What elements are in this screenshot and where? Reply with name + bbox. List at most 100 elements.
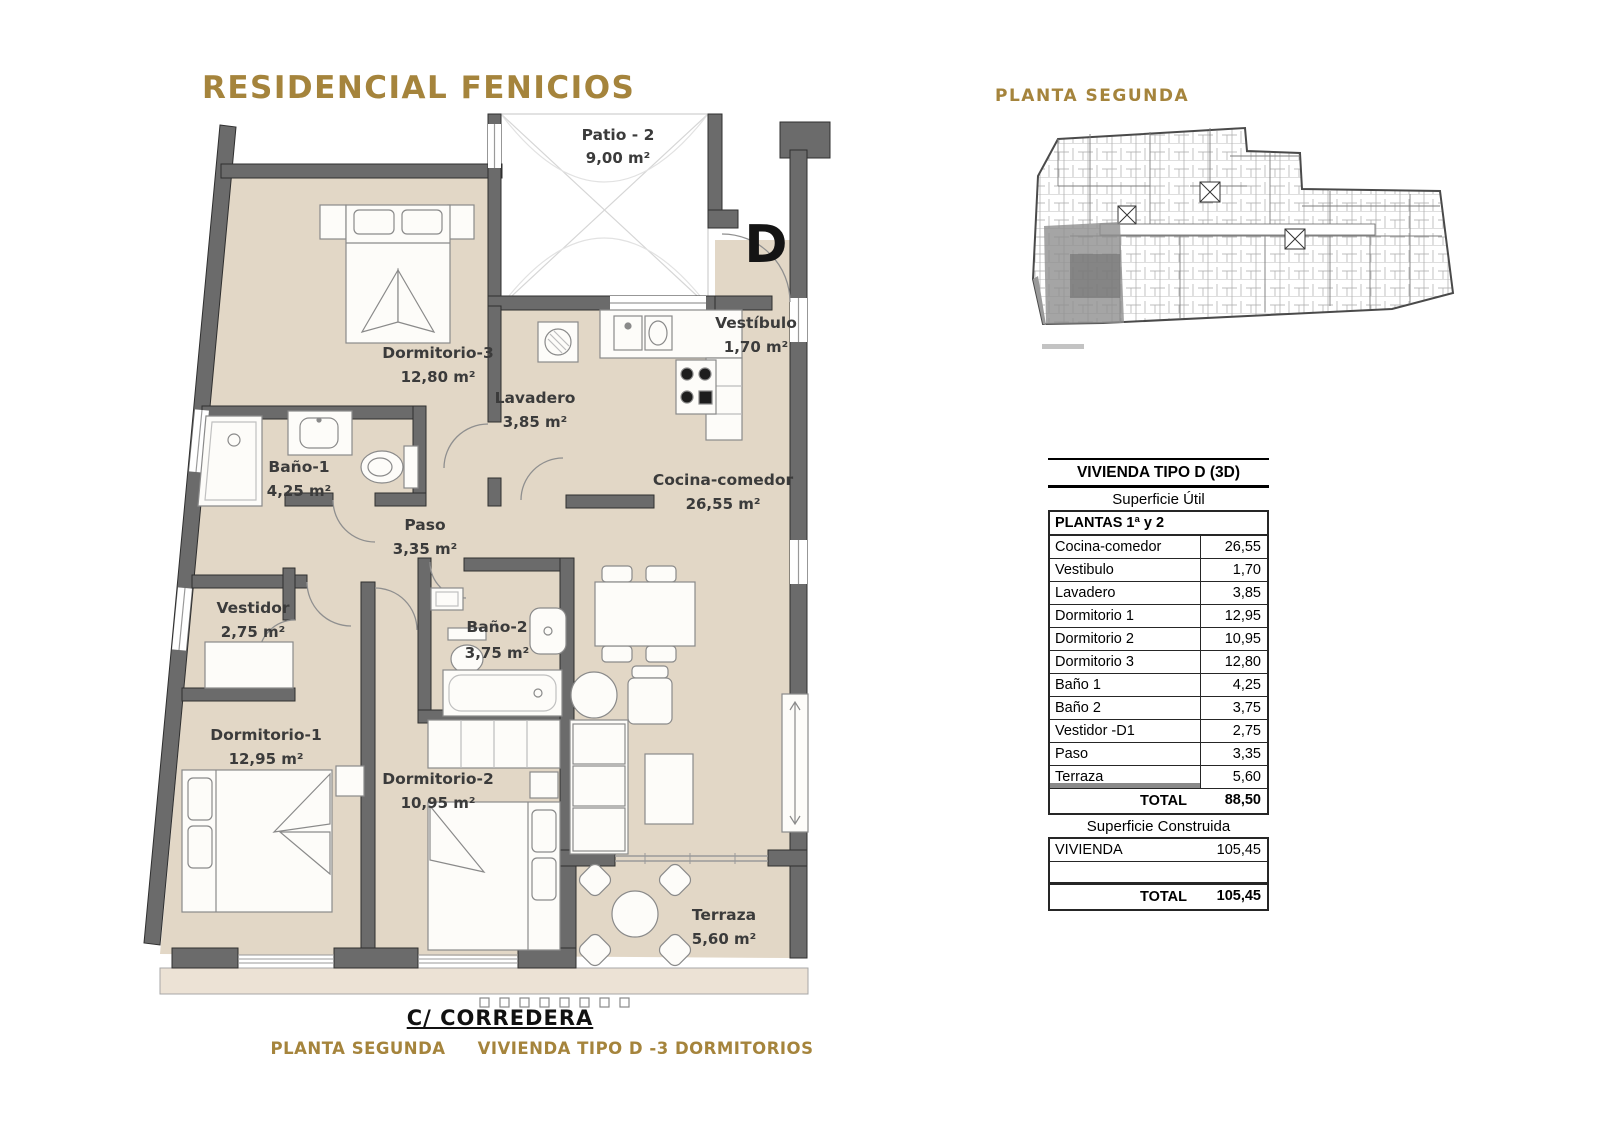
table-row-dorm1: Dormitorio 1 12,95 (1050, 605, 1267, 628)
table-row-vestidor: Vestidor -D1 2,75 (1050, 720, 1267, 743)
patio-void (500, 113, 709, 307)
surface-table: VIVIENDA TIPO D (3D) Superficie Útil PLA… (1048, 458, 1269, 911)
room-label-vestibulo: Vestíbulo (715, 314, 797, 332)
terrace-furniture (578, 863, 692, 967)
overview-floorplan (1031, 126, 1455, 349)
row-label: Terraza (1050, 766, 1201, 788)
table-row-vivienda: VIVIENDA 105,45 (1050, 839, 1267, 862)
bath2-fixtures (430, 587, 567, 717)
room-label-cocina: Cocina-comedor (653, 471, 794, 489)
room-labels: Patio - 2 9,00 m² Dormitorio-3 12,80 m² … (210, 126, 797, 948)
table-title: VIVIENDA TIPO D (3D) (1048, 458, 1269, 488)
bed-dorm2 (427, 719, 561, 951)
total2-label: TOTAL (1140, 889, 1187, 905)
room-label-dorm3: Dormitorio-3 (382, 344, 494, 362)
table-row-bano2: Baño 2 3,75 (1050, 697, 1267, 720)
railing-posts (479, 997, 630, 1008)
table-row-cocina: Cocina-comedor 26,55 (1050, 536, 1267, 559)
room-label-patio: Patio - 2 (582, 126, 655, 144)
street-label: C/ CORREDERA (406, 1006, 594, 1030)
room-area-dorm1: 12,95 m² (229, 750, 304, 768)
table-row-paso: Paso 3,35 (1050, 743, 1267, 766)
row-label: Paso (1050, 743, 1201, 765)
unit-letter: D (744, 215, 787, 275)
room-label-paso: Paso (404, 516, 445, 534)
vestidor-closet (204, 641, 294, 689)
table-plants-header: PLANTAS 1ª y 2 (1050, 512, 1267, 536)
overview-scale-note (1042, 344, 1084, 349)
balcony-ledge (159, 967, 809, 1008)
overview-corridor (1099, 223, 1376, 236)
row-label: Baño 2 (1050, 697, 1201, 719)
row-label: Vestibulo (1050, 559, 1201, 581)
row-label: VIVIENDA (1055, 842, 1123, 858)
room-area-dorm3: 12,80 m² (401, 368, 476, 386)
row-value: 26,55 (1224, 539, 1261, 555)
row-label: Dormitorio 1 (1050, 605, 1201, 627)
bath1-fixtures (197, 410, 419, 507)
bed-dorm1 (181, 765, 365, 913)
bed-dorm3 (319, 204, 475, 344)
overview-cores (1117, 181, 1306, 250)
row-value: 10,95 (1224, 631, 1261, 647)
row-label: Lavadero (1050, 582, 1201, 604)
windows (172, 124, 807, 964)
room-label-terraza: Terraza (692, 906, 756, 924)
table-subtitle-construida: Superficie Construida (1086, 818, 1231, 835)
total-label: TOTAL (1140, 793, 1187, 809)
row-value: 105,45 (1216, 842, 1261, 858)
room-area-vestidor: 2,75 m² (221, 623, 285, 641)
furniture (181, 204, 809, 967)
table-row-lavadero: Lavadero 3,85 (1050, 582, 1267, 605)
table-row-total: TOTAL 88,50 (1050, 789, 1267, 813)
room-area-bath1: 4,25 m² (267, 482, 331, 500)
room-label-vestidor: Vestidor (217, 599, 290, 617)
room-area-paso: 3,35 m² (393, 540, 457, 558)
floor-plan: Patio - 2 9,00 m² Dormitorio-3 12,80 m² … (143, 113, 831, 1008)
room-area-patio: 9,00 m² (586, 149, 650, 167)
caption-planta: PLANTA SEGUNDA (270, 1039, 446, 1058)
room-area-terraza: 5,60 m² (692, 930, 756, 948)
row-value: 2,75 (1232, 723, 1261, 739)
row-label: Cocina-comedor (1050, 536, 1201, 558)
table-row-vestibulo: Vestibulo 1,70 (1050, 559, 1267, 582)
room-area-vestibulo: 1,70 m² (724, 338, 788, 356)
plan-caption: PLANTA SEGUNDA VIVIENDA TIPO D -3 DORMIT… (172, 1039, 912, 1058)
table-row-terraza: Terraza 5,60 (1050, 766, 1267, 789)
room-area-dorm2: 10,95 m² (401, 794, 476, 812)
room-label-bath1: Baño-1 (268, 458, 329, 476)
row-label: Baño 1 (1050, 674, 1201, 696)
table-row-dorm2: Dormitorio 2 10,95 (1050, 628, 1267, 651)
surface-util-box: PLANTAS 1ª y 2 Cocina-comedor 26,55 Vesti… (1048, 510, 1269, 815)
total-value: 88,50 (1224, 792, 1261, 808)
row-value: 12,95 (1224, 608, 1261, 624)
room-label-lavadero: Lavadero (495, 389, 576, 407)
row-value: 3,35 (1232, 746, 1261, 762)
overview-highlighted-unit (1033, 222, 1124, 325)
room-area-lavadero: 3,85 m² (503, 413, 567, 431)
row-value: 12,80 (1224, 654, 1261, 670)
table-row-empty (1050, 862, 1267, 883)
total2-value: 105,45 (1216, 888, 1261, 904)
room-label-dorm2: Dormitorio-2 (382, 770, 494, 788)
surface-construida-box: VIVIENDA 105,45 TOTAL 105,45 (1048, 837, 1269, 911)
row-label: Dormitorio 2 (1050, 628, 1201, 650)
table-row-total2: TOTAL 105,45 (1050, 883, 1267, 909)
room-area-bath2: 3,75 m² (465, 644, 529, 662)
table-row-bano1: Baño 1 4,25 (1050, 674, 1267, 697)
kitchen-units (537, 309, 743, 441)
room-label-bath2: Baño-2 (466, 618, 527, 636)
row-value: 5,60 (1232, 769, 1261, 785)
room-area-cocina: 26,55 m² (686, 495, 761, 513)
caption-vivienda: VIVIENDA TIPO D -3 DORMITORIOS (477, 1039, 814, 1058)
living-furniture (569, 565, 809, 855)
row-value: 3,85 (1232, 585, 1261, 601)
row-label: Dormitorio 3 (1050, 651, 1201, 673)
row-value: 4,25 (1232, 677, 1261, 693)
room-label-dorm1: Dormitorio-1 (210, 726, 322, 744)
overview-title: PLANTA SEGUNDA (995, 86, 1190, 106)
table-row-dorm3: Dormitorio 3 12,80 (1050, 651, 1267, 674)
row-value: 3,75 (1232, 700, 1261, 716)
row-value: 1,70 (1232, 562, 1261, 578)
row-label: Vestidor -D1 (1050, 720, 1201, 742)
